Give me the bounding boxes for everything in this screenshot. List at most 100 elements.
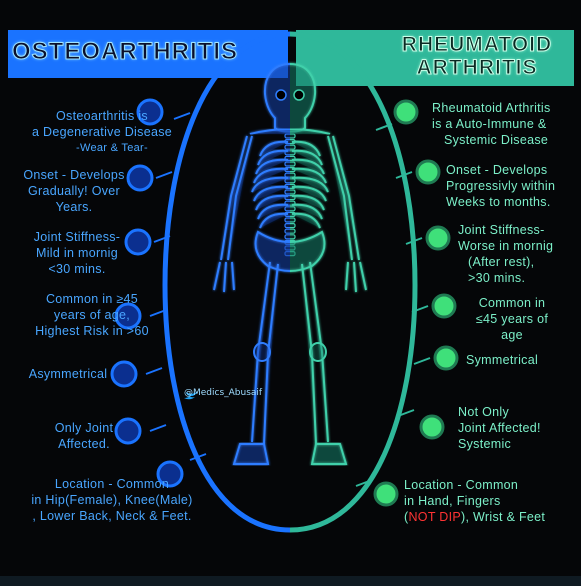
oa-joint-label: Only Joint Affected. bbox=[44, 420, 124, 452]
knee bbox=[253, 342, 271, 362]
connector-line bbox=[145, 367, 163, 375]
osteoarthritis-header-band bbox=[8, 30, 288, 78]
rib bbox=[253, 185, 289, 202]
vertebra bbox=[290, 144, 296, 150]
rib bbox=[259, 212, 289, 229]
vertebra bbox=[284, 161, 290, 167]
marker-dot bbox=[126, 164, 154, 192]
rib bbox=[291, 212, 321, 229]
oa-stiffness-line-1: Joint Stiffness- bbox=[33, 230, 121, 244]
ra-definition-line-2: is a Auto-Immune & bbox=[432, 117, 547, 131]
arm-left bbox=[220, 135, 253, 261]
connector-line bbox=[405, 237, 423, 245]
ra-stiffness-label: Joint Stiffness- Worse in mornig (After … bbox=[458, 222, 570, 286]
oa-location-line-3: , Lower Back, Neck & Feet. bbox=[32, 509, 192, 523]
oa-stiffness-line-2: Mild in mornig bbox=[35, 246, 118, 260]
oval-right-half bbox=[289, 31, 418, 533]
oa-onset-line-2: Gradually! Over bbox=[27, 184, 121, 198]
hand-right bbox=[345, 261, 367, 293]
oa-symmetry-line-1: Asymmetrical bbox=[28, 367, 108, 381]
marker-dot bbox=[114, 302, 142, 330]
clavicle bbox=[290, 128, 331, 135]
rib bbox=[291, 185, 327, 202]
oa-location-line-2: in Hip(Female), Knee(Male) bbox=[31, 493, 193, 507]
leg-right bbox=[301, 261, 329, 445]
marker-dot bbox=[156, 460, 184, 488]
oa-age-line-1: Common in ≥45 bbox=[45, 292, 139, 306]
ra-definition-label: Rheumatoid Arthritis is a Auto-Immune & … bbox=[432, 100, 572, 148]
rib bbox=[259, 140, 289, 157]
connector-line bbox=[173, 112, 191, 120]
oa-location-line-1: Location - Common bbox=[54, 477, 170, 491]
oa-symmetry-label: Asymmetrical bbox=[26, 366, 110, 382]
vertebra bbox=[284, 178, 290, 184]
leg-left bbox=[251, 261, 279, 445]
watermark-text: @Medics_Abusaif bbox=[184, 388, 263, 398]
connector-line bbox=[375, 123, 393, 131]
vertebra bbox=[290, 178, 296, 184]
ra-location-line-3: (NOT DIP), Wrist & Feet bbox=[404, 509, 576, 525]
marker-dot bbox=[431, 293, 457, 319]
rib bbox=[291, 176, 329, 193]
oa-definition-label: Osteoarthritis is a Degenerative Disease… bbox=[22, 108, 182, 156]
rib bbox=[253, 167, 289, 184]
ra-age-line-1: Common in bbox=[478, 296, 546, 310]
ra-onset-line-3: Weeks to months. bbox=[446, 195, 551, 209]
ra-joint-line-1: Not Only bbox=[458, 405, 510, 419]
arm-right bbox=[327, 135, 360, 261]
marker-dot bbox=[419, 414, 445, 440]
rheumatoid-title-line-1: RHEUMATOID bbox=[401, 33, 553, 57]
oa-onset-label: Onset - Develops Gradually! Over Years. bbox=[20, 167, 128, 215]
vertebra bbox=[284, 144, 290, 150]
marker-dot bbox=[114, 417, 142, 445]
vertebra bbox=[284, 234, 290, 240]
marker-dot bbox=[110, 360, 138, 388]
vertebra bbox=[290, 234, 296, 240]
ra-location-line-1: Location - Common bbox=[404, 478, 519, 492]
vertebra bbox=[290, 206, 296, 212]
vertebra bbox=[290, 161, 296, 167]
oa-location-label: Location - Common in Hip(Female), Knee(M… bbox=[26, 476, 198, 524]
ra-stiffness-line-1: Joint Stiffness- bbox=[458, 223, 545, 237]
vertebra bbox=[290, 172, 296, 178]
rib bbox=[291, 194, 325, 211]
marker-dot bbox=[415, 159, 441, 185]
oa-stiffness-line-3: <30 mins. bbox=[48, 262, 106, 276]
oa-age-label: Common in ≥45 years of age, Highest Risk… bbox=[22, 291, 162, 339]
rheumatoid-title-line-2: ARTHRITIS bbox=[416, 56, 538, 80]
ra-location-paren-open: ( bbox=[404, 510, 409, 524]
vertebra bbox=[290, 189, 296, 195]
bottom-strip bbox=[0, 576, 581, 586]
eye-socket bbox=[293, 89, 305, 101]
oa-joint-line-1: Only Joint bbox=[54, 421, 114, 435]
ra-location-label: Location - Common in Hand, Fingers (NOT … bbox=[404, 477, 576, 525]
ra-location-line-3-rest: ), Wrist & Feet bbox=[461, 510, 546, 524]
connector-line bbox=[413, 357, 431, 365]
twitter-bird-icon bbox=[184, 391, 198, 400]
skeleton-left-half bbox=[213, 62, 290, 465]
ra-onset-label: Onset - Develops Progressivly within Wee… bbox=[446, 162, 574, 210]
ra-definition-line-1: Rheumatoid Arthritis bbox=[432, 101, 551, 115]
eye-socket bbox=[275, 89, 287, 101]
oa-definition-line-1: Osteoarthritis is bbox=[56, 109, 148, 123]
marker-dot bbox=[393, 99, 419, 125]
pelvis bbox=[254, 230, 290, 272]
vertebra bbox=[284, 189, 290, 195]
vertebra bbox=[290, 133, 296, 139]
connector-line bbox=[153, 235, 171, 243]
rib bbox=[291, 149, 323, 166]
rib bbox=[291, 140, 321, 157]
oa-onset-line-1: Onset - Develops bbox=[23, 168, 125, 182]
connector-line bbox=[149, 424, 167, 432]
rib bbox=[291, 167, 327, 184]
knee bbox=[309, 342, 327, 362]
rib bbox=[255, 194, 289, 211]
rib bbox=[257, 203, 289, 220]
ra-onset-line-1: Onset - Develops bbox=[446, 163, 548, 177]
oa-age-line-2: years of age, bbox=[53, 308, 131, 322]
oa-definition-line-3: -Wear & Tear- bbox=[76, 142, 148, 154]
ra-joint-line-2: Joint Affected! bbox=[458, 421, 541, 435]
oa-age-line-3: Highest Risk in >60 bbox=[35, 324, 149, 338]
ra-location-not-dip-note: NOT DIP bbox=[408, 510, 462, 524]
